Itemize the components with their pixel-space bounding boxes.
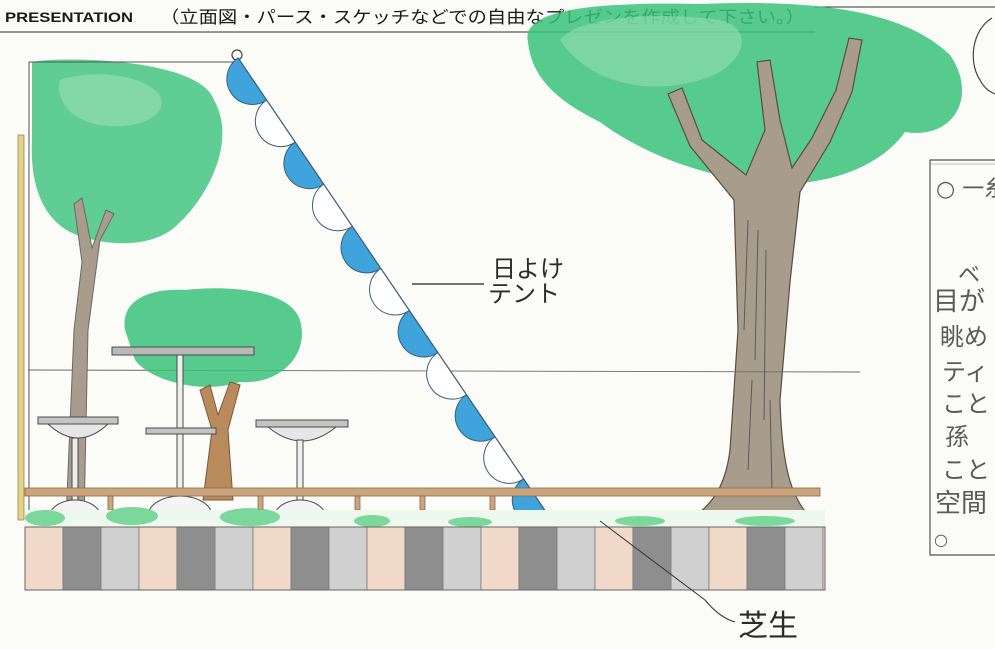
paving-block <box>556 526 596 591</box>
grass-tuft <box>106 507 158 525</box>
rail-beam <box>24 487 821 497</box>
paving-block <box>632 526 672 591</box>
large-tree <box>527 2 963 523</box>
tent-scallop <box>226 57 268 105</box>
tent-scallops <box>226 57 553 526</box>
grass-tuft <box>25 510 65 526</box>
paving-block <box>442 526 482 591</box>
side-note-line: こと <box>942 456 990 484</box>
rail-post <box>354 495 361 511</box>
rail-post <box>107 495 114 511</box>
paving-block <box>518 526 558 591</box>
left-tree-canopy-highlight <box>59 74 162 127</box>
callout-lawn-label: 芝生 <box>738 609 798 644</box>
callout-lawn-leader <box>599 520 736 623</box>
tent-scallop <box>369 267 410 316</box>
paving-outline <box>24 526 826 591</box>
paving-block <box>594 526 634 591</box>
side-note-line: こと <box>942 390 990 418</box>
side-note-line: ベ <box>958 263 980 288</box>
tent-scallop <box>340 225 382 274</box>
stool-bowl <box>46 423 110 439</box>
paving-block <box>176 526 216 591</box>
side-note-border <box>929 159 995 556</box>
table-set <box>37 346 349 517</box>
tent-scallop <box>312 183 353 232</box>
stool-bowl <box>266 426 338 442</box>
paving-block <box>746 526 786 591</box>
callout-tent-label-line2: テント <box>488 280 560 308</box>
tent-scallop <box>283 141 325 190</box>
paving-block <box>214 526 254 591</box>
side-note-line: 空間 <box>935 489 987 519</box>
callout-lawn: 芝生 <box>599 520 798 644</box>
tent-frame <box>17 49 558 527</box>
side-note-line: ○ <box>934 530 948 549</box>
side-note-line: ○ 一糸 <box>936 177 995 202</box>
paving-block <box>252 526 292 591</box>
side-note-line: 目が <box>933 287 985 317</box>
fence-rail <box>24 487 821 511</box>
grass-tuft <box>615 516 665 526</box>
tent-scallop <box>454 394 496 442</box>
tent-scallop <box>397 309 439 358</box>
tent-pole <box>17 134 25 521</box>
grass-band <box>25 507 825 527</box>
middle-tree <box>124 288 302 501</box>
large-tree-bark-hatching <box>743 219 773 491</box>
grass-tufts <box>25 507 795 527</box>
grass-tuft <box>448 517 492 527</box>
rail-post <box>419 495 426 511</box>
speech-bubble-outline <box>972 17 995 95</box>
rail-post <box>257 495 264 511</box>
stool-left <box>37 416 119 517</box>
tent-scallop <box>426 351 468 400</box>
paving-block <box>290 526 330 591</box>
rail-post <box>489 495 496 511</box>
grass-tuft <box>220 508 280 526</box>
side-note-line: ティ <box>942 358 989 386</box>
side-note-line: 孫 <box>945 423 969 451</box>
paving-block <box>328 526 368 591</box>
middle-tree-canopy <box>124 288 302 387</box>
callout-tent: 日よけ テント <box>412 255 564 308</box>
tent-scallop <box>254 99 296 147</box>
grass-tuft <box>735 516 795 526</box>
large-tree-trunk <box>667 37 863 523</box>
header-title: PRESENTATION <box>5 9 133 25</box>
side-note-line: 眺め <box>940 323 988 351</box>
side-note-box: ○ 一糸 ベ 目が 眺め ティ こと 孫 こと 空間 ○ <box>929 159 995 556</box>
paving-block <box>708 526 748 591</box>
paving-block <box>138 526 178 591</box>
stool-right <box>255 419 349 517</box>
paving-strip <box>24 526 826 591</box>
paving-block <box>670 526 710 591</box>
paving-block <box>784 526 824 591</box>
table-top <box>111 346 255 356</box>
paving-block <box>62 526 102 591</box>
paving-block <box>366 526 406 591</box>
large-tree-canopy-highlight <box>560 16 742 87</box>
grass-tuft <box>354 515 390 527</box>
paving-block <box>404 526 444 591</box>
stool-seat <box>37 416 119 425</box>
paving-block <box>480 526 520 591</box>
stool-middle <box>145 427 217 435</box>
tent-scallop <box>483 436 525 484</box>
callout-tent-label-line1: 日よけ <box>492 255 564 283</box>
stool-seat <box>255 419 349 428</box>
paving-block <box>100 526 140 591</box>
middle-tree-trunk <box>199 381 241 501</box>
stool-seat <box>145 427 217 435</box>
paving-block <box>24 526 64 591</box>
